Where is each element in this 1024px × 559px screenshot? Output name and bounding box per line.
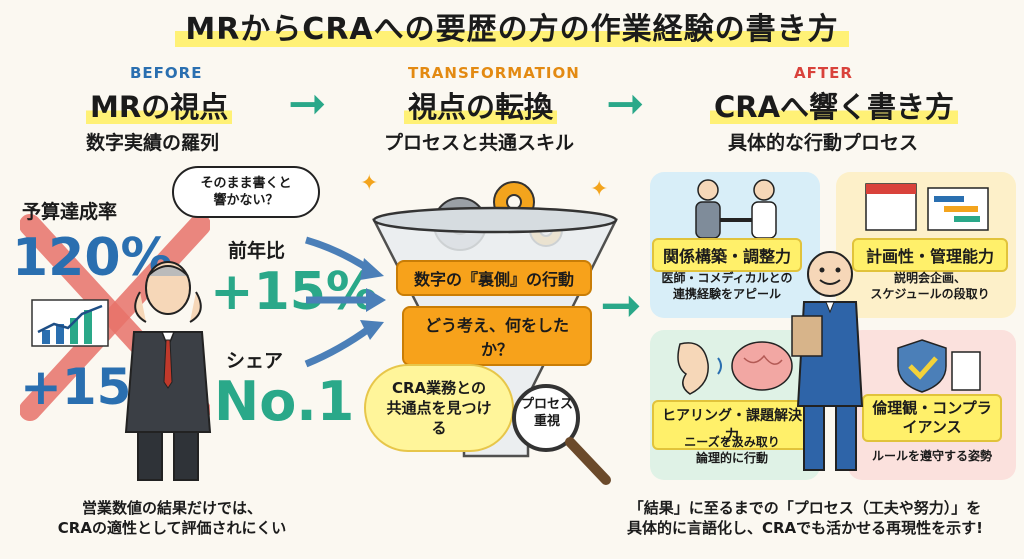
pill-behind-numbers: 数字の『裏側』の行動 (396, 260, 592, 296)
metric-budget-label: 予算達成率 (22, 201, 118, 223)
card-desc-planning: 説明会企画、 スケジュールの段取り (870, 271, 990, 301)
magnifier-label: プロセス 重視 (520, 397, 573, 429)
card-tag-relationship: 関係構築・調整力 (652, 238, 802, 272)
transformation-subheading: プロセスと共通スキル (384, 132, 575, 154)
transformation-label: TRANSFORMATION (408, 64, 580, 82)
worried-man-icon (124, 261, 212, 481)
after-label: AFTER (794, 64, 853, 82)
page-title: MRからCRAへの要歴の方の作業経験の書き方 (0, 4, 1024, 48)
before-heading: MRの視点 (86, 84, 233, 126)
after-subheading: 具体的な行動プロセス (728, 132, 919, 154)
shield-check-icon (897, 339, 981, 393)
pill-what-did: どう考え、何をしたか？ (402, 306, 592, 366)
svg-text:✦: ✦ (360, 171, 378, 196)
card-desc-ethics: ルールを遵守する姿勢 (871, 449, 992, 463)
after-heading: CRAへ響く書き方 (710, 84, 959, 126)
metric-budget-value: 120% (12, 228, 173, 288)
growth-chart-icon (31, 299, 109, 347)
common-points-bubble: CRA業務との 共通点を見つける (364, 364, 514, 452)
arrow-right-icon: ➞ (600, 276, 642, 334)
calendar-icon (865, 183, 989, 231)
metric-share-value: No.1 (214, 370, 355, 433)
svg-text:✦: ✦ (590, 177, 608, 202)
card-tag-hearing: ヒアリング・課題解決力 (652, 400, 812, 450)
card-desc-relationship: 医師・コメディカルとの 連携経験をアピール (661, 271, 793, 301)
transformation-heading: 視点の転換 (404, 84, 558, 126)
magnifier-icon (512, 384, 611, 485)
card-tag-ethics: 倫理観・コンプライアンス (862, 394, 1002, 442)
metric-yoy-value: +15% (210, 262, 379, 322)
funnel-input-arrows (304, 236, 386, 368)
arrow-right-icon: ➞ (288, 76, 327, 130)
before-label: BEFORE (130, 64, 203, 82)
confident-man-icon (791, 251, 864, 471)
handshake-icon (695, 179, 777, 239)
before-subheading: 数字実績の羅列 (86, 132, 220, 154)
metric-share-label: シェア (226, 350, 284, 372)
card-desc-hearing: ニーズを汲み取り 論理的に行動 (684, 435, 780, 465)
ear-brain-icon (677, 341, 793, 395)
before-caption: 営業数値の結果だけでは、 CRAの適性として評価されにくい (57, 499, 287, 537)
card-tag-planning: 計画性・管理能力 (852, 238, 1008, 272)
speech-bubble: そのまま書くと 響かない？ (172, 166, 320, 218)
arrow-right-icon: ➞ (606, 76, 645, 130)
metric-yoy-label: 前年比 (228, 240, 286, 262)
after-caption: 「結果」に至るまでの「プロセス（工夫や努力）」を 具体的に言語化し、CRAでも活… (626, 499, 983, 537)
